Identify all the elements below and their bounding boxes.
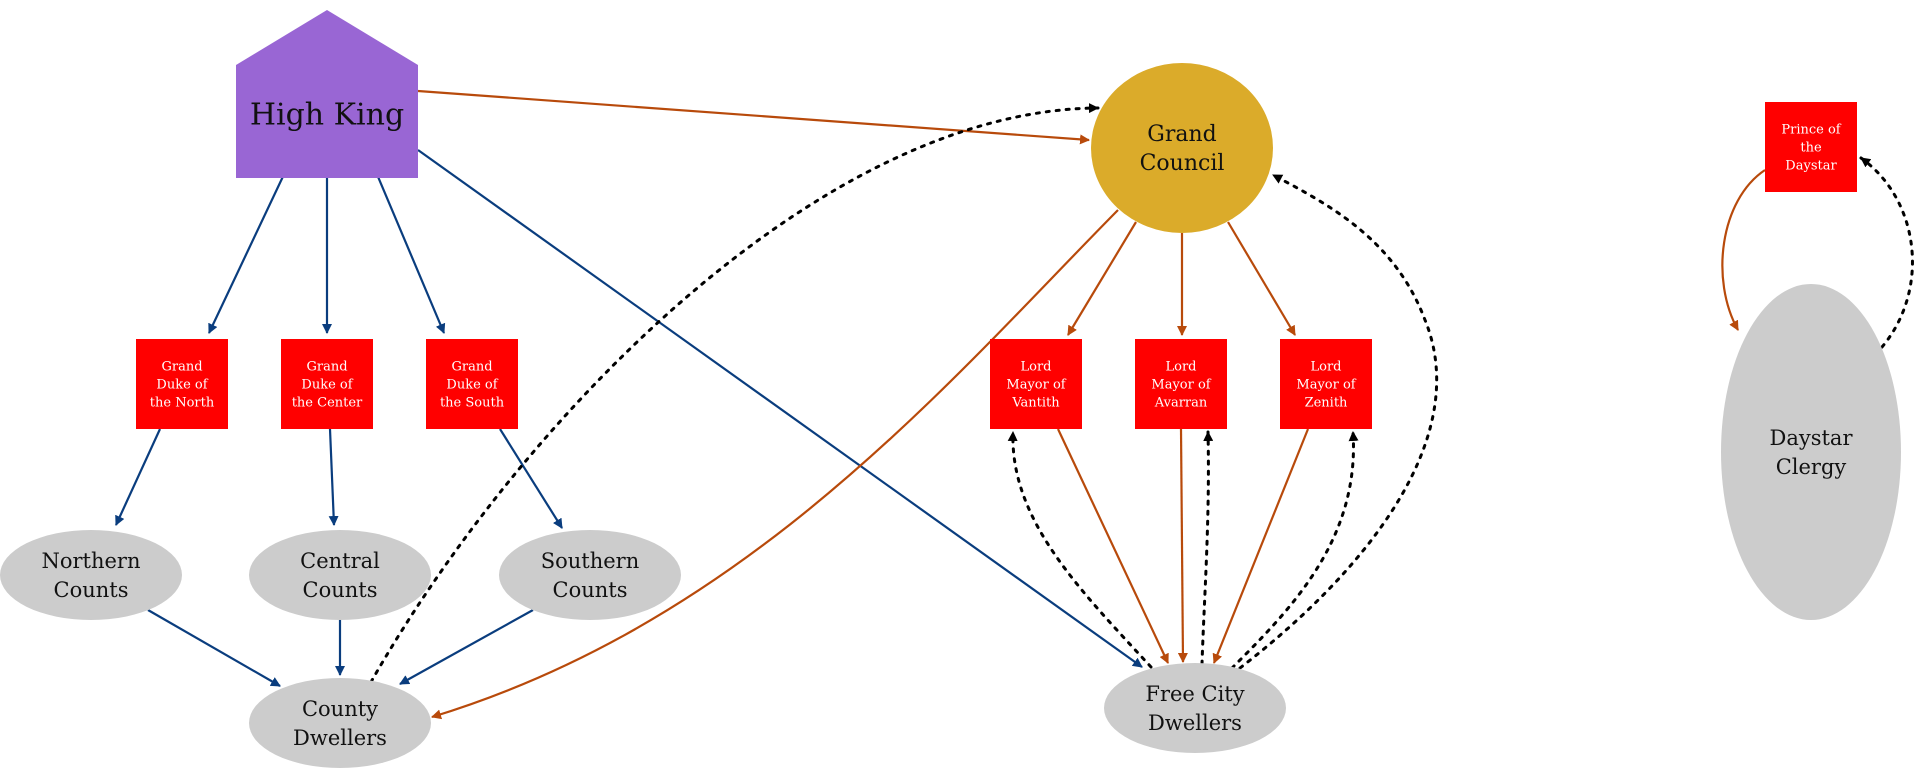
node-label-line: Dwellers bbox=[1148, 711, 1242, 735]
edge-southern-counts-to-county-dwellers bbox=[399, 609, 534, 685]
edge-grand-council-to-county-dwellers bbox=[431, 209, 1119, 720]
ellipse-shape bbox=[249, 678, 431, 768]
node-label-line: Dwellers bbox=[293, 726, 387, 750]
node-label-line: Lord bbox=[1311, 360, 1342, 375]
ellipse-shape bbox=[1721, 284, 1901, 620]
node-label-line: Counts bbox=[303, 578, 378, 602]
box-shape bbox=[1135, 339, 1227, 429]
node-label-line: Mayor of bbox=[1151, 378, 1211, 393]
node-label-line: the bbox=[1800, 141, 1822, 156]
node-label-line: Lord bbox=[1021, 360, 1052, 375]
edge-duke-south-to-southern-counts bbox=[499, 428, 563, 529]
node-label-line: High King bbox=[250, 98, 404, 133]
box-shape bbox=[281, 339, 373, 429]
edge-high-king-to-grand-council bbox=[417, 89, 1090, 145]
edge-grand-council-to-mayor-vantith bbox=[1067, 221, 1137, 336]
node-label-line: Duke of bbox=[156, 378, 208, 393]
node-label-line: Grand bbox=[306, 360, 347, 375]
edge-county-dwellers-to-grand-council bbox=[369, 103, 1100, 684]
ellipse-shape bbox=[1104, 663, 1286, 753]
node-high-king[interactable]: High King bbox=[236, 10, 418, 178]
edge-high-king-to-duke-south bbox=[366, 152, 446, 334]
node-label-line: Zenith bbox=[1305, 396, 1348, 411]
box-shape bbox=[136, 339, 228, 429]
node-label-line: Duke of bbox=[446, 378, 498, 393]
node-label-line: Grand bbox=[161, 360, 202, 375]
edge-duke-north-to-northern-counts bbox=[115, 428, 161, 526]
node-label-line: Prince of bbox=[1781, 123, 1841, 138]
box-shape bbox=[1765, 102, 1857, 192]
ellipse-shape bbox=[0, 530, 182, 620]
node-label-line: the South bbox=[440, 396, 505, 411]
node-label-line: Lord bbox=[1166, 360, 1197, 375]
node-label-line: Central bbox=[300, 549, 380, 573]
edge-prince-daystar-to-daystar-clergy bbox=[1721, 169, 1766, 331]
edge-high-king-to-duke-north bbox=[208, 167, 288, 334]
edge-mayor-avarran-to-free-city-dwellers bbox=[1177, 428, 1188, 663]
edge-free-city-dwellers-to-grand-council bbox=[1238, 173, 1439, 670]
edge-free-city-dwellers-to-mayor-zenith bbox=[1230, 430, 1359, 670]
box-shape bbox=[990, 339, 1082, 429]
node-label-line: the Center bbox=[292, 396, 363, 411]
node-label-line: County bbox=[302, 697, 378, 721]
edge-free-city-dwellers-to-mayor-avarran bbox=[1200, 430, 1214, 666]
edge-high-king-to-free-city-dwellers bbox=[417, 149, 1143, 668]
node-label-line: Southern bbox=[541, 549, 640, 573]
node-label-line: Duke of bbox=[301, 378, 353, 393]
node-label-line: Grand bbox=[451, 360, 492, 375]
node-label-line: Mayor of bbox=[1006, 378, 1066, 393]
box-shape bbox=[426, 339, 518, 429]
edges-layer bbox=[115, 89, 1914, 720]
circle-shape bbox=[1091, 63, 1273, 233]
edge-free-city-dwellers-to-mayor-vantith bbox=[1007, 430, 1153, 669]
edge-mayor-vantith-to-free-city-dwellers bbox=[1057, 428, 1169, 664]
edge-duke-center-to-central-counts bbox=[328, 428, 339, 526]
edge-northern-counts-to-county-dwellers bbox=[147, 609, 281, 687]
edge-daystar-clergy-to-prince-daystar bbox=[1859, 156, 1914, 349]
node-label-line: Vantith bbox=[1011, 396, 1060, 411]
node-label-line: Grand bbox=[1147, 122, 1216, 147]
node-label-line: the North bbox=[150, 396, 215, 411]
box-shape bbox=[1280, 339, 1372, 429]
node-label-line: Clergy bbox=[1776, 455, 1847, 479]
ellipse-shape bbox=[499, 530, 681, 620]
edge-mayor-zenith-to-free-city-dwellers bbox=[1212, 428, 1310, 664]
node-label-line: Northern bbox=[41, 549, 140, 573]
node-label-line: Mayor of bbox=[1296, 378, 1356, 393]
node-label-line: Counts bbox=[553, 578, 628, 602]
ellipse-shape bbox=[249, 530, 431, 620]
node-label-line: Free City bbox=[1145, 682, 1244, 706]
node-label-line: Avarran bbox=[1154, 396, 1208, 411]
node-label-line: Daystar bbox=[1785, 159, 1837, 174]
house-shape bbox=[236, 10, 418, 178]
node-label-line: Counts bbox=[54, 578, 129, 602]
node-label-line: Daystar bbox=[1770, 426, 1854, 450]
edge-grand-council-to-mayor-zenith bbox=[1227, 221, 1296, 336]
node-label-line: Council bbox=[1140, 151, 1225, 176]
